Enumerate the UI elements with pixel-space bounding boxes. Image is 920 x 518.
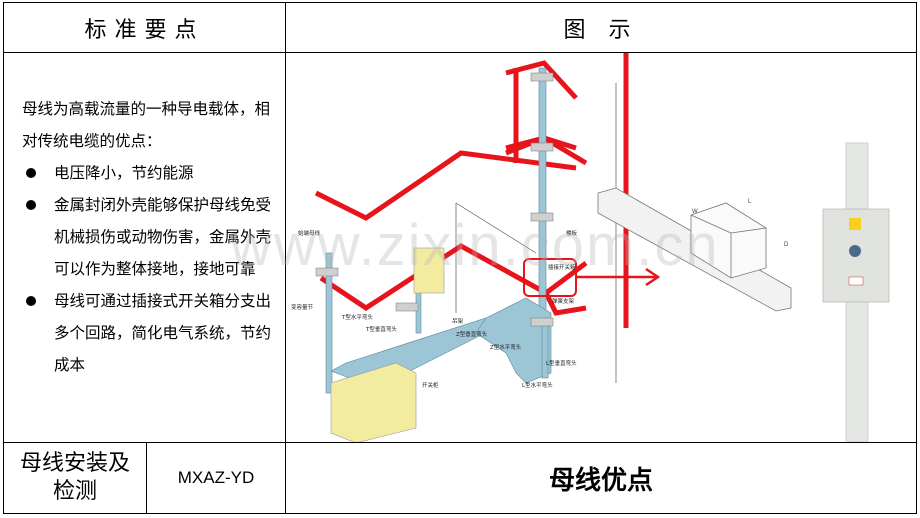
footer-code: MXAZ-YD — [146, 442, 286, 514]
diagram-label: 楼板 — [566, 229, 578, 237]
bullet-text: 电压降小，节约能源 — [54, 164, 194, 182]
diagram-label: T型水平弯头 — [341, 313, 373, 321]
diagram-label: 开关柜 — [422, 381, 439, 389]
bullet-icon — [26, 296, 36, 306]
dimension-label: D — [784, 242, 789, 248]
bullet-item: 母线可通过插接式开关箱分支出多个回路，简化电气系统，节约成本 — [22, 285, 275, 381]
plug-box-drawing: W L D — [597, 187, 792, 312]
plug-box-highlight — [523, 258, 577, 297]
bullet-item: 金属封闭外壳能够保护母线免受机械损伤或动物伤害，金属外壳可以作为整体接地，接地可… — [22, 189, 275, 285]
footer-category: 母线安装及检测 — [3, 442, 147, 514]
header-illustration: 图 示 — [285, 2, 917, 53]
bullet-icon — [26, 168, 36, 178]
diagram-label: 变容量节 — [291, 303, 314, 311]
diagram-label: Z型水平弯头 — [490, 343, 522, 351]
diagram-label: L型水平弯头 — [522, 381, 553, 389]
footer-category-label: 母线安装及检测 — [20, 451, 131, 504]
bullet-text: 母线可通过插接式开关箱分支出多个回路，简化电气系统，节约成本 — [54, 292, 272, 374]
diagram-label: T型垂直弯头 — [365, 325, 397, 333]
diagram-label: 始端母线 — [298, 229, 321, 237]
bullet-icon — [26, 200, 36, 210]
switchgear-cabinet — [330, 362, 417, 444]
diagram-label: L型垂直弯头 — [546, 359, 577, 367]
warning-icon — [849, 218, 861, 230]
bullet-text: 金属封闭外壳能够保护母线免受机械损伤或动物伤害，金属外壳可以作为整体接地，接地可… — [54, 196, 272, 278]
diagram-label: Z型垂直弯头 — [456, 330, 488, 338]
illustration-cell: 始端母线 楼板 插接开关箱 弹簧支架 变容量节 T型水平弯头 T型垂直弯头 吊架… — [285, 52, 917, 444]
footer-code-label: MXAZ-YD — [177, 468, 255, 487]
points-text-cell: 母线为高载流量的一种导电载体，相对传统电缆的优点： 电压降小，节约能源 金属封闭… — [3, 52, 286, 443]
busway-diagram: 始端母线 楼板 插接开关箱 弹簧支架 变容量节 T型水平弯头 T型垂直弯头 吊架… — [291, 53, 890, 444]
intro-text: 母线为高载流量的一种导电载体，相对传统电缆的优点： — [22, 100, 271, 150]
dimension-label: W — [692, 209, 698, 215]
bullet-item: 电压降小，节约能源 — [22, 157, 275, 189]
floor-outline — [314, 53, 629, 328]
header-standard-points: 标准要点 — [3, 2, 286, 53]
dimension-label: L — [748, 199, 752, 205]
diagram-label: 弹簧支架 — [552, 297, 575, 305]
footer-title-label: 母线优点 — [548, 465, 653, 496]
plug-box-photo — [822, 142, 890, 443]
diagram-label: 吊架 — [452, 318, 464, 325]
cabinet-upper — [413, 247, 445, 294]
header-right-label: 图 示 — [563, 17, 639, 43]
header-left-label: 标准要点 — [84, 17, 205, 43]
footer-title: 母线优点 — [285, 442, 917, 514]
diagram-label: 插接开关箱 — [548, 263, 576, 271]
